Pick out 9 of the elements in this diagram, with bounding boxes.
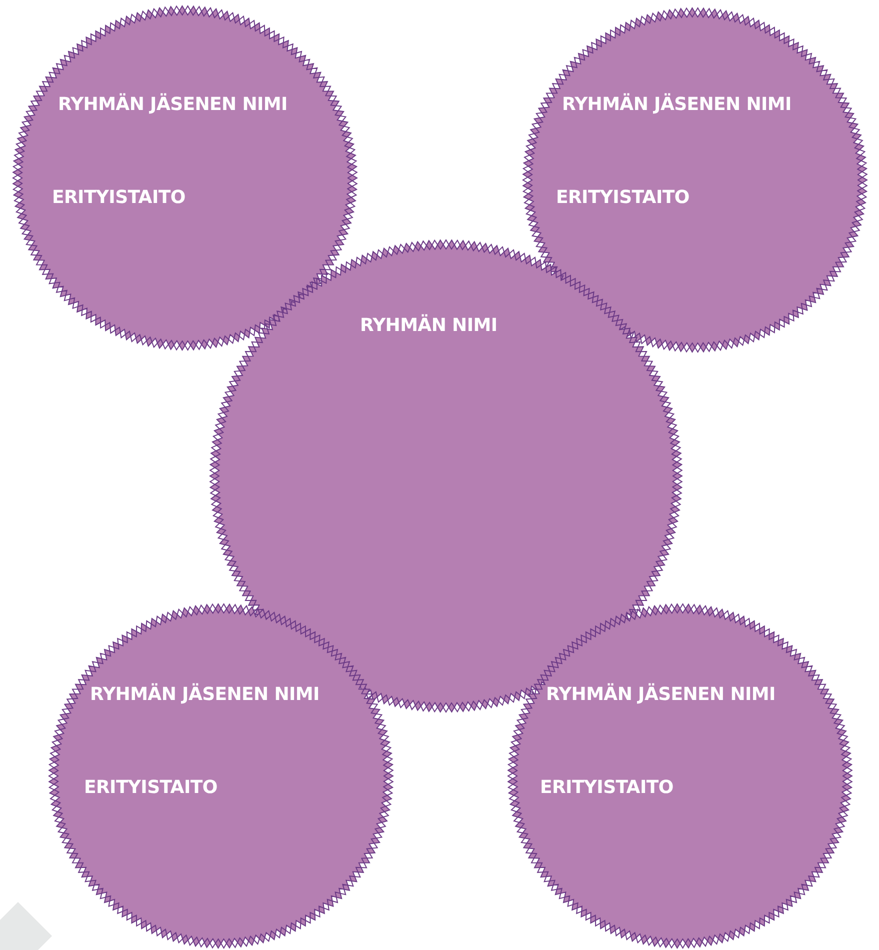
group-name-label: RYHMÄN NIMI (360, 315, 498, 336)
skill-label: ERITYISTAITO (556, 187, 690, 208)
member-name-label: RYHMÄN JÄSENEN NIMI (90, 684, 320, 705)
member-name-label: RYHMÄN JÄSENEN NIMI (562, 94, 792, 115)
skill-label: ERITYISTAITO (84, 777, 218, 798)
member-name-label: RYHMÄN JÄSENEN NIMI (546, 684, 776, 705)
skill-label: ERITYISTAITO (540, 777, 674, 798)
skill-label: ERITYISTAITO (52, 187, 186, 208)
member-name-label: RYHMÄN JÄSENEN NIMI (58, 94, 288, 115)
